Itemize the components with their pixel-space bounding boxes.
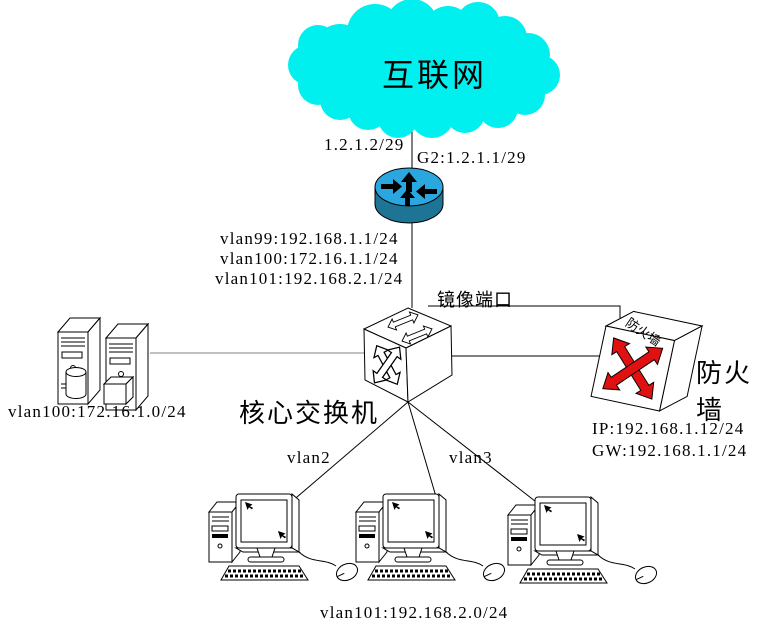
vlan2-label: vlan2 bbox=[287, 448, 331, 467]
disk-cylinder-icon bbox=[65, 367, 87, 399]
firewall-ip-label: IP:192.168.1.12/24 bbox=[592, 419, 745, 438]
router-vlan99-label: vlan99:192.168.1.1/24 bbox=[220, 229, 399, 248]
internet-label: 互联网 bbox=[382, 57, 488, 93]
line-switch-pc2 bbox=[407, 401, 438, 501]
firewall-icon: 防火墙 bbox=[590, 310, 704, 412]
core-switch-icon bbox=[362, 307, 453, 403]
line-mirror-port bbox=[428, 305, 621, 319]
router-vlan101-label: vlan101:192.168.2.1/24 bbox=[215, 269, 404, 288]
router-icon bbox=[374, 167, 444, 224]
router-vlan100-label: vlan100:172.16.1.1/24 bbox=[220, 249, 399, 268]
internet-cloud-icon bbox=[288, 0, 560, 138]
connection-lines bbox=[150, 100, 621, 506]
small-box-icon bbox=[102, 375, 135, 406]
vlan3-label: vlan3 bbox=[449, 448, 493, 467]
firewall-label: 防火墙 bbox=[696, 359, 753, 425]
router-arrows bbox=[381, 172, 437, 206]
server-group-icon bbox=[56, 316, 150, 412]
pc-icon-2 bbox=[356, 494, 507, 584]
pc-icon-3 bbox=[508, 497, 659, 587]
firewall-gw-label: GW:192.168.1.1/24 bbox=[592, 441, 748, 460]
router-g2-ip-label: G2:1.2.1.1/29 bbox=[417, 148, 527, 167]
workstations-subnet-label: vlan101:192.168.2.0/24 bbox=[320, 603, 509, 622]
servers-subnet-label: vlan100:172.16.1.0/24 bbox=[8, 402, 187, 421]
mirror-port-label: 镜像端口 bbox=[437, 290, 513, 310]
line-vlan2-pc1 bbox=[289, 401, 409, 504]
line-vlan3-pc3 bbox=[407, 401, 541, 506]
router-wan-ip-label: 1.2.1.2/29 bbox=[324, 135, 405, 154]
pc-icon-1 bbox=[209, 494, 360, 584]
core-switch-label: 核心交换机 bbox=[239, 399, 380, 428]
